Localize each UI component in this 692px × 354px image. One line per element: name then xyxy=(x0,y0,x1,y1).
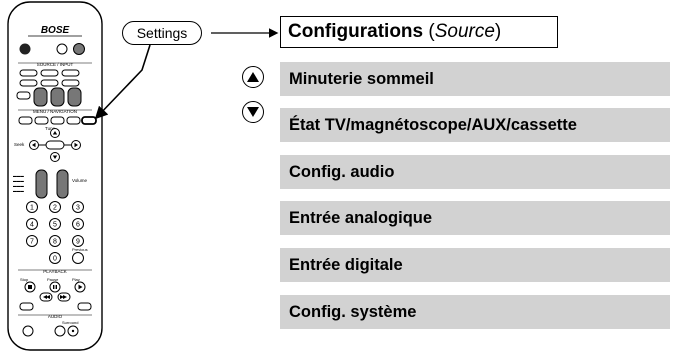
mute-button-icon xyxy=(56,43,68,55)
remote-brand: BOSE xyxy=(41,25,70,36)
source-key-1 xyxy=(19,69,38,77)
source-key-3 xyxy=(61,69,80,77)
menu-title: Configurations ( Source ) xyxy=(280,16,558,48)
key-1: 1 xyxy=(30,205,34,212)
key-4: 4 xyxy=(30,222,34,229)
channel-rocker xyxy=(35,169,48,199)
tv-key xyxy=(16,91,31,100)
pause-label: Pause xyxy=(47,277,59,282)
play-label: Play xyxy=(72,277,80,282)
up-arrow-icon[interactable] xyxy=(242,66,264,88)
settings-callout: Settings xyxy=(122,21,202,45)
surround-label: Surround xyxy=(62,320,78,325)
menu-title-source: Source xyxy=(434,21,495,42)
zone-key-1 xyxy=(33,87,48,107)
menu-item-analog-input[interactable]: Entrée analogique xyxy=(280,201,670,235)
settings-key[interactable] xyxy=(81,116,97,125)
playback-label: PLAYBACK xyxy=(43,269,66,274)
nav-key-3 xyxy=(50,116,65,125)
menu-item-sleep-timer[interactable]: Minuterie sommeil xyxy=(280,62,670,96)
power-button-icon xyxy=(19,43,31,55)
svg-text:▬▬▬: ▬▬▬ xyxy=(13,184,24,188)
stop-label: Stop xyxy=(20,277,29,282)
surround-minus-icon xyxy=(54,325,66,337)
menu-item-digital-input[interactable]: Entrée digitale xyxy=(280,248,670,282)
audio-minus-icon xyxy=(22,325,34,337)
zone-key-3 xyxy=(67,87,82,107)
volume-label: Volume xyxy=(72,178,88,183)
down-arrow-icon[interactable] xyxy=(242,101,264,123)
previous-label: Previous xyxy=(72,247,88,252)
key-2: 2 xyxy=(53,205,57,212)
key-5: 5 xyxy=(53,222,57,229)
dpad-center-key xyxy=(45,140,65,150)
key-7: 7 xyxy=(30,239,34,246)
menu-item-audio-config[interactable]: Config. audio xyxy=(280,155,670,189)
source-key-5 xyxy=(40,79,59,87)
menu-item-tv-vcr-status[interactable]: État TV/magnétoscope/AUX/cassette xyxy=(280,108,670,142)
nav-key-4 xyxy=(66,116,81,125)
volume-rocker xyxy=(56,169,69,199)
tune-label: Tune xyxy=(45,126,56,131)
number-pad xyxy=(26,201,84,264)
source-key-4 xyxy=(19,79,38,87)
audio-section-label: AUDIO xyxy=(48,314,63,319)
audio-key-left xyxy=(19,302,34,311)
nav-key-2 xyxy=(34,116,49,125)
key-9: 9 xyxy=(76,239,80,246)
source-key-2 xyxy=(40,69,59,77)
svg-text:▬▬▬: ▬▬▬ xyxy=(13,179,24,183)
nav-key-1 xyxy=(18,116,33,125)
key-3: 3 xyxy=(76,205,80,212)
menu-navigation-label: MENU / NAVIGATION xyxy=(33,109,77,114)
menu-title-main: Configurations xyxy=(288,21,424,42)
key-6: 6 xyxy=(76,222,80,229)
zone-key-2 xyxy=(50,87,65,107)
key-0: 0 xyxy=(53,256,57,263)
callout-arrow-to-remote xyxy=(94,44,151,120)
key-8: 8 xyxy=(53,239,57,246)
svg-text:▬▬▬: ▬▬▬ xyxy=(13,189,24,193)
svg-text:▬▬▬: ▬▬▬ xyxy=(13,174,24,178)
on-off-button-icon xyxy=(73,43,85,55)
audio-key-right xyxy=(77,302,92,311)
seek-label: Seek xyxy=(14,142,25,147)
source-key-6 xyxy=(61,79,80,87)
source-input-label: SOURCE / INPUT xyxy=(37,62,74,67)
pause-icon xyxy=(49,281,61,293)
menu-item-system-config[interactable]: Config. système xyxy=(280,295,670,329)
